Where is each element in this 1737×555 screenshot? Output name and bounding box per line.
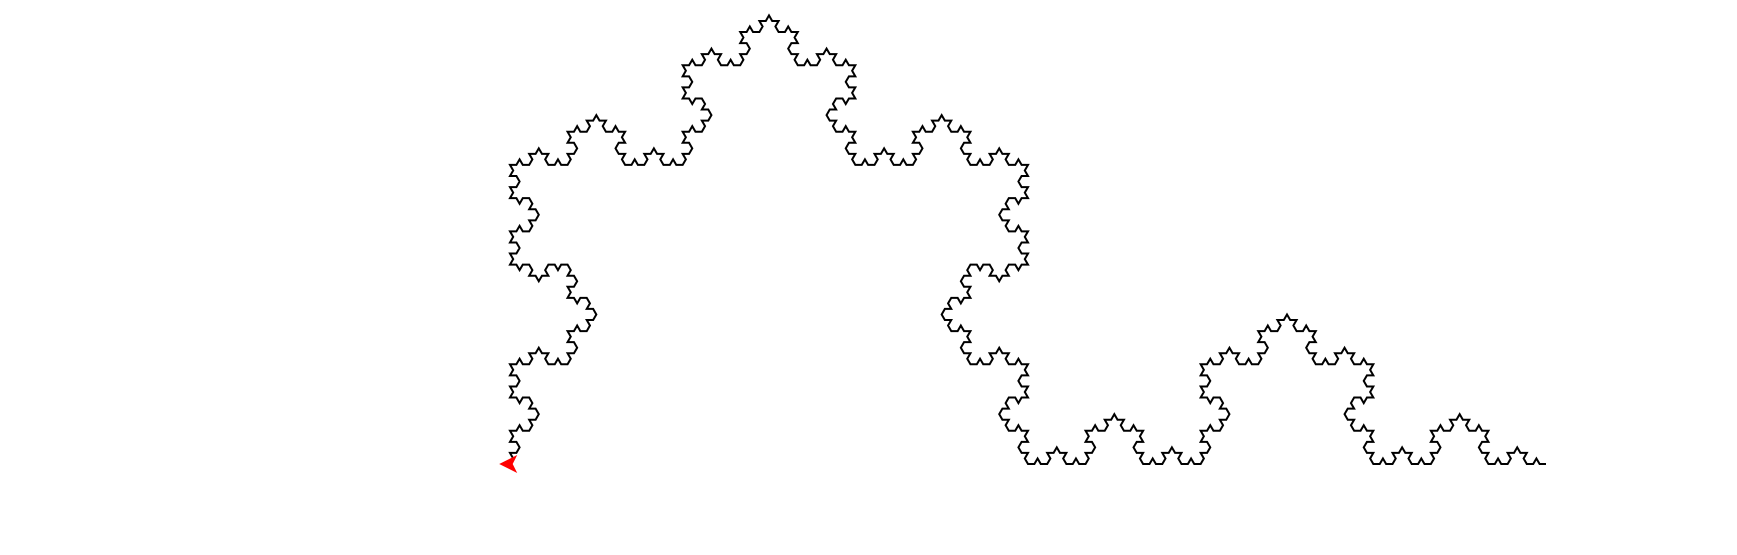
turtle-cursor-icon (499, 455, 518, 473)
koch-fractal-curve (508, 13, 1546, 465)
